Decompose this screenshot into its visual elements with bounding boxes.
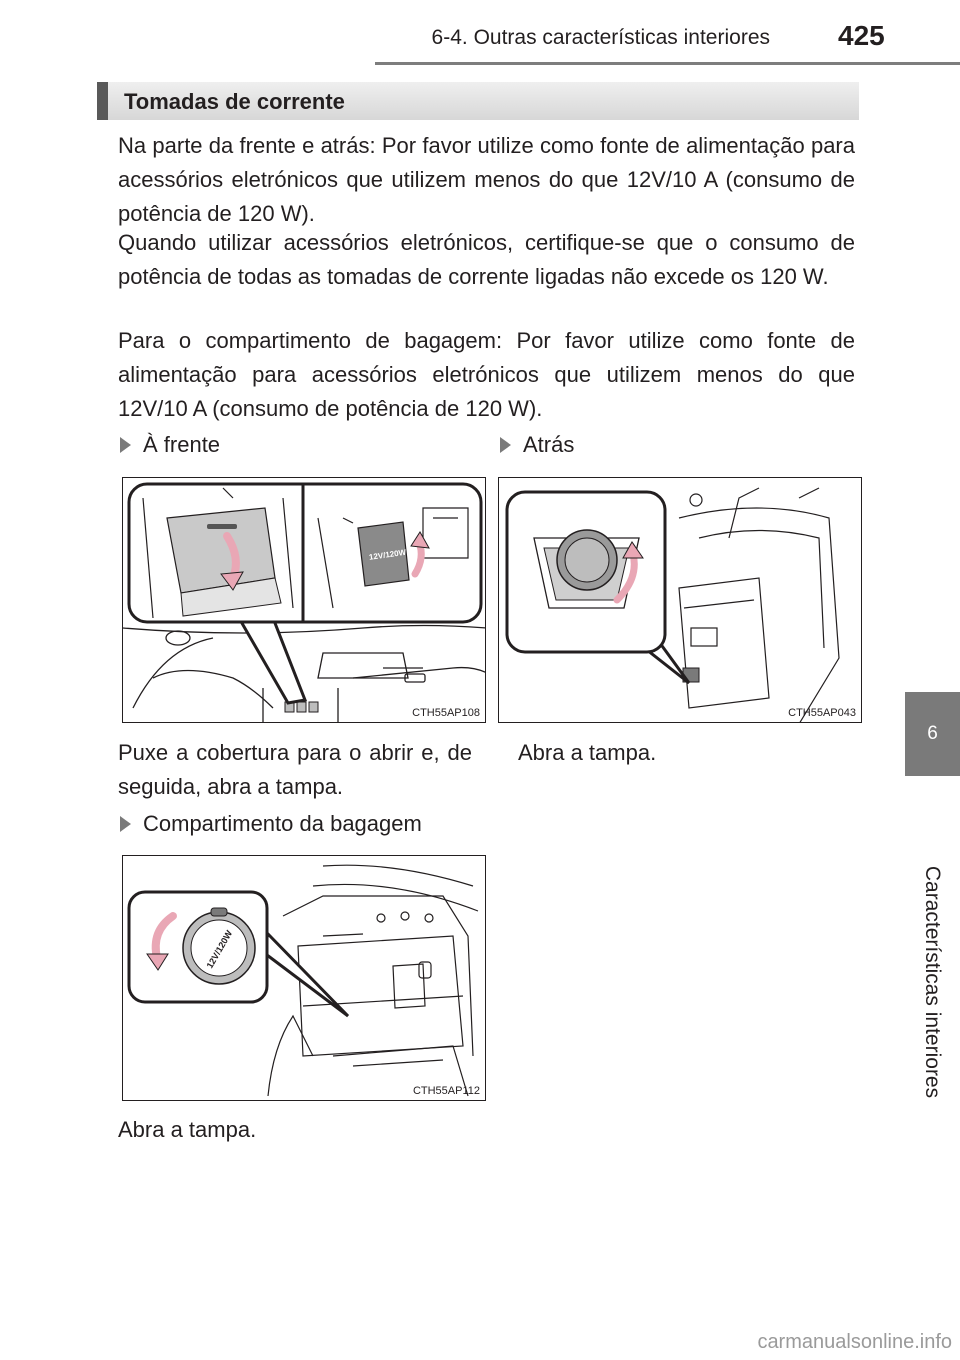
caption-rear: Abra a tampa. xyxy=(518,740,657,765)
front-console-illustration: 12V/120W xyxy=(123,482,485,722)
header-rule xyxy=(375,62,960,65)
paragraph-front-rear: Na parte da frente e atrás: Por favor ut… xyxy=(118,133,855,226)
rear-console-illustration xyxy=(505,487,840,722)
caption-luggage: Abra a tampa. xyxy=(118,1117,257,1142)
triangle-bullet-icon xyxy=(500,437,511,453)
watermark: carmanualsonline.info xyxy=(757,1331,952,1353)
chapter-number: 6 xyxy=(927,723,938,744)
section-heading-bar: Tomadas de corrente xyxy=(97,82,859,120)
figure-rear-power-outlet: CTH55AP043 xyxy=(498,477,862,723)
heading-front-label: À frente xyxy=(143,432,221,457)
figure-front-power-outlet: 12V/120W CTH55AP108 xyxy=(122,477,486,723)
caption-front: Puxe a cobertura para o abrir e, de segu… xyxy=(118,740,472,799)
section-title: Tomadas de corrente xyxy=(124,89,345,114)
paragraph-consumption: Quando utilizar acessórios eletrónicos, … xyxy=(118,230,855,289)
chapter-tab: 6 xyxy=(905,692,960,776)
heading-front: À frente xyxy=(120,432,220,458)
triangle-bullet-icon xyxy=(120,816,131,832)
page-number: 425 xyxy=(838,20,885,51)
figure-code: CTH55AP112 xyxy=(412,1085,480,1097)
heading-rear-label: Atrás xyxy=(523,432,575,457)
figure-luggage-power-outlet: 12V/120W CTH55AP112 xyxy=(122,855,486,1101)
triangle-bullet-icon xyxy=(120,437,131,453)
figure-code: CTH55AP108 xyxy=(412,707,480,719)
chapter-title: Características interiores xyxy=(921,865,944,1099)
running-header: 6-4. Outras características interiores xyxy=(431,26,770,49)
luggage-compartment-illustration: 12V/120W xyxy=(127,864,479,1097)
heading-rear: Atrás xyxy=(500,432,574,458)
figure-code: CTH55AP043 xyxy=(788,707,856,719)
heading-luggage-label: Compartimento da bagagem xyxy=(143,811,422,836)
paragraph-luggage: Para o compartimento de bagagem: Por fav… xyxy=(118,328,855,421)
heading-luggage: Compartimento da bagagem xyxy=(120,811,422,837)
